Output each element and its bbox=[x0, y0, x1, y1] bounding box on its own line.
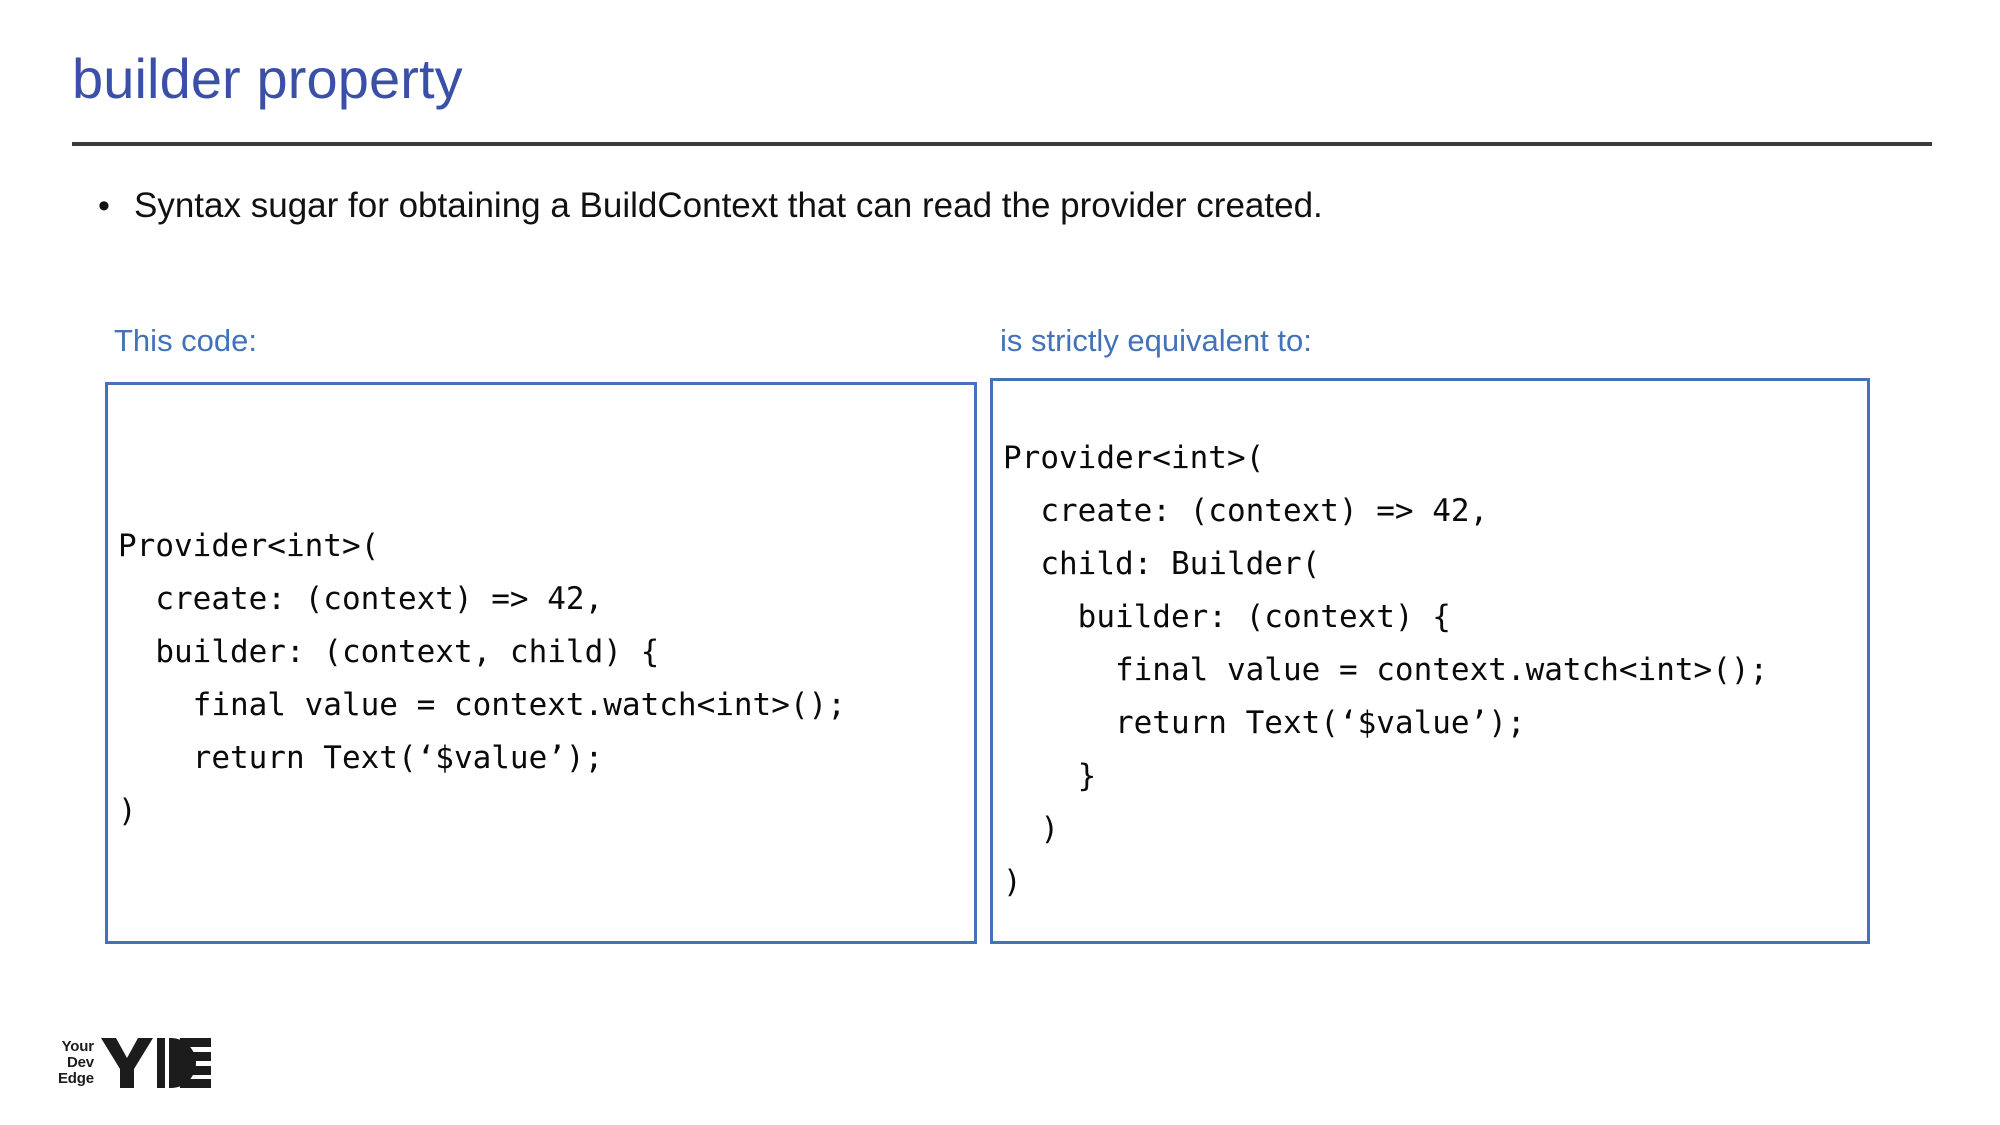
logo-line-edge: Edge bbox=[58, 1070, 94, 1087]
page-title: builder property bbox=[72, 47, 463, 110]
code-text-left: Provider<int>( create: (context) => 42, … bbox=[118, 528, 846, 829]
bullet-item: • Syntax sugar for obtaining a BuildCont… bbox=[96, 182, 1323, 230]
label-this-code: This code: bbox=[114, 323, 258, 358]
code-block-right: Provider<int>( create: (context) => 42, … bbox=[990, 378, 1870, 944]
title-divider bbox=[72, 142, 1932, 146]
code-block-left: Provider<int>( create: (context) => 42, … bbox=[105, 382, 977, 944]
logo-wordmark: Your Dev Edge bbox=[58, 1039, 94, 1087]
bullet-marker-icon: • bbox=[98, 187, 110, 225]
label-is-strictly-equivalent-to: is strictly equivalent to: bbox=[1000, 323, 1312, 358]
logo-line-dev: Dev bbox=[66, 1054, 94, 1071]
logo-line-your: Your bbox=[61, 1038, 94, 1055]
code-text-right: Provider<int>( create: (context) => 42, … bbox=[1003, 440, 1769, 900]
bullet-text: Syntax sugar for obtaining a BuildContex… bbox=[134, 186, 1323, 225]
yde-logo-icon bbox=[100, 1038, 211, 1088]
brand-logo: Your Dev Edge bbox=[58, 1036, 211, 1090]
